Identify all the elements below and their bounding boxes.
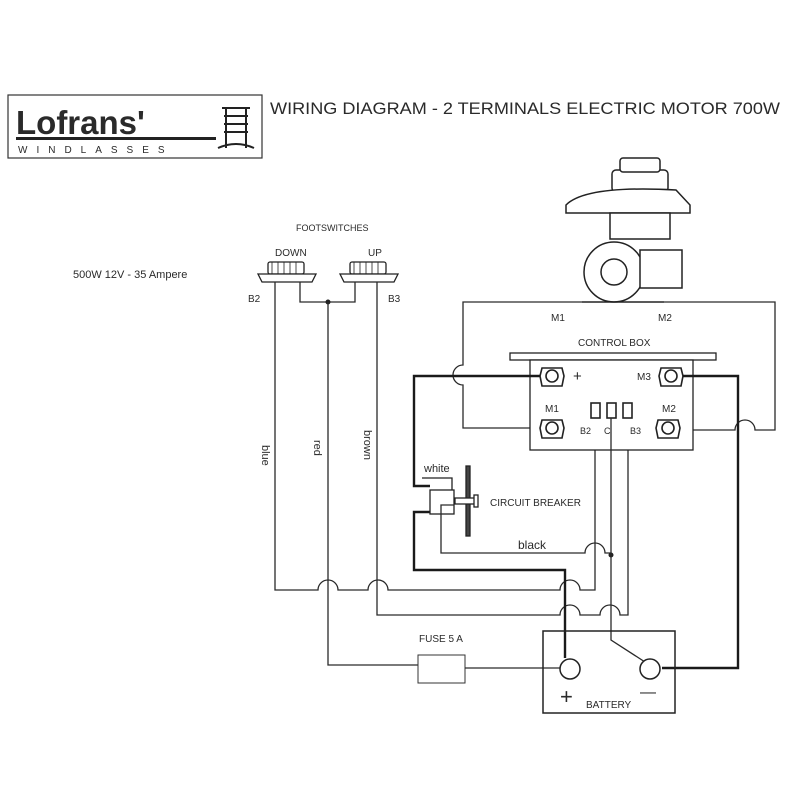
logo-text: Lofrans' <box>16 104 145 141</box>
circuit-breaker-icon <box>422 465 479 537</box>
wire-brown-label: brown <box>361 430 373 460</box>
battery-minus-terminal <box>639 658 661 680</box>
battery-label: BATTERY <box>586 700 632 711</box>
motor-m1-label: M1 <box>551 313 565 324</box>
wire-red <box>327 302 418 666</box>
fuse <box>417 654 466 684</box>
motor-m2-label: M2 <box>658 313 672 324</box>
wire-red-label: red <box>311 440 323 456</box>
up-label: UP <box>368 248 382 259</box>
wire-breaker-to-battery <box>412 510 567 658</box>
wire-brown <box>376 282 629 616</box>
fuse-label: FUSE 5 A <box>419 634 463 645</box>
terminal-b2 <box>590 402 601 419</box>
wire-black-label: black <box>518 538 547 552</box>
control-box-c-label: C <box>604 426 611 436</box>
battery-plus-terminal <box>559 658 581 680</box>
terminal-m1-nut-icon <box>539 419 565 439</box>
windlass-motor-icon <box>565 157 691 303</box>
circuit-breaker-label: CIRCUIT BREAKER <box>490 498 581 509</box>
footswitch-b2-label: B2 <box>248 294 261 305</box>
control-box-b2-label: B2 <box>580 426 591 436</box>
terminal-c <box>606 402 617 419</box>
footswitch-b3-label: B3 <box>388 294 401 305</box>
logo-subtext: WINDLASSES <box>18 145 174 156</box>
wire-black <box>440 504 611 554</box>
footswitches-label: FOOTSWITCHES <box>296 223 369 233</box>
page-title: WIRING DIAGRAM - 2 TERMINALS ELECTRIC MO… <box>270 99 780 118</box>
control-box-plus-label: + <box>573 368 582 385</box>
wire-motor-m2 <box>664 301 776 431</box>
footswitch-up-icon <box>338 261 400 283</box>
terminal-plus-nut-icon <box>539 367 565 387</box>
spec-note: 500W 12V - 35 Ampere <box>73 269 187 281</box>
wire-white-label: white <box>423 463 450 475</box>
footswitch-down-icon <box>256 261 318 283</box>
control-box-b3-label: B3 <box>630 426 641 436</box>
wire-c-to-battery-minus <box>610 418 646 663</box>
battery-plus-label: + <box>560 684 573 709</box>
control-box-label: CONTROL BOX <box>578 338 651 349</box>
windlass-logo-icon <box>217 107 255 149</box>
control-box-m1-label: M1 <box>545 404 559 415</box>
terminal-b3 <box>622 402 633 419</box>
wire-blue-label: blue <box>259 445 271 466</box>
wire-m3-to-battery-minus <box>662 374 740 670</box>
lofrans-logo: Lofrans' WINDLASSES <box>7 94 263 159</box>
battery-minus-label: — <box>640 684 656 701</box>
battery <box>542 630 676 714</box>
terminal-m3-nut-icon <box>658 367 684 387</box>
down-label: DOWN <box>275 248 307 259</box>
control-box-m2-label: M2 <box>662 404 676 415</box>
control-box-bar <box>509 352 717 361</box>
wire-plus-to-breaker <box>412 374 540 488</box>
terminal-m2-nut-icon <box>655 419 681 439</box>
wire-blue <box>274 282 596 591</box>
control-box-m3-label: M3 <box>637 372 651 383</box>
wire-common <box>299 282 356 303</box>
